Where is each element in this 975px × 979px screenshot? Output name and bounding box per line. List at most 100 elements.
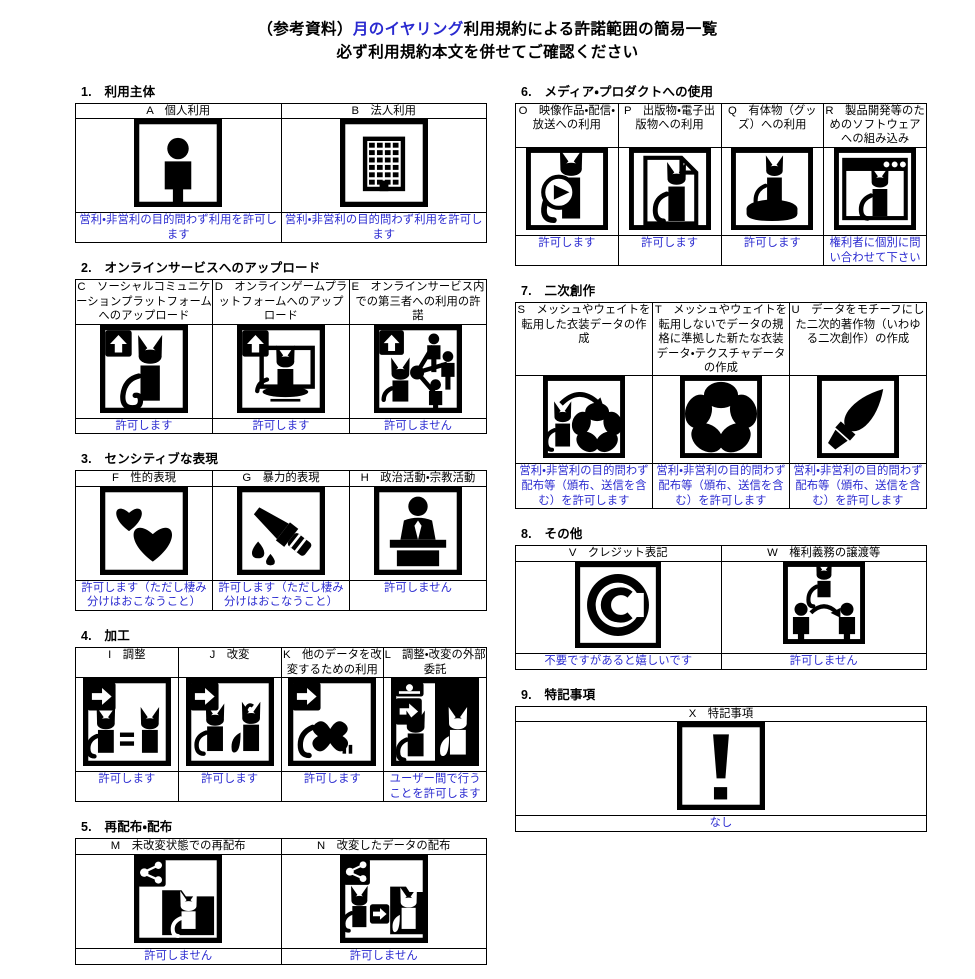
item-label: P 出版物・電子出版物への利用	[617, 102, 722, 148]
item-label: N 改変したデータの配布	[280, 838, 487, 855]
section-heading: 9. 特記事項	[521, 687, 596, 702]
item-label: I 調整	[75, 647, 179, 679]
table-row-icons	[75, 853, 487, 949]
item-label: D オンラインゲームプラットフォームへのアップロード	[212, 279, 350, 325]
item-label: U データをモチーフにした二次的著作物（いわゆる二次創作）の作成	[789, 302, 927, 377]
hearts-icon	[100, 486, 188, 575]
bloody-knife-icon	[237, 486, 325, 575]
table-row-results: 許可します（ただし棲み分けはおこなうこと）許可します（ただし棲み分けはおこなうこ…	[75, 579, 487, 612]
section-heading: 8. その他	[521, 527, 583, 542]
section-heading: 7. 二次創作	[521, 284, 596, 299]
item-label: J 改変	[177, 647, 282, 679]
copyright-icon	[575, 561, 662, 648]
item-label: H 政治活動・宗教活動	[349, 470, 487, 487]
section-spacer	[75, 611, 487, 625]
page-title: （参考資料）月のイヤリング利用規約による許諾範囲の簡易一覧 必ず利用規約本文を併…	[0, 0, 975, 65]
title-suffix: 利用規約による許諾範囲の簡易一覧	[463, 21, 718, 38]
table-row-results: なし	[515, 815, 927, 832]
table-row-results: 許可します許可します許可しません	[75, 417, 487, 435]
document-cat-icon	[628, 147, 711, 230]
item-result: 不要ですがあると嬉しいです	[515, 652, 722, 670]
item-label: C ソーシャルコミュニケーションプラットフォームへのアップロード	[75, 279, 213, 325]
item-icon-cell	[349, 485, 487, 581]
table-row-icons	[75, 485, 487, 581]
title-prefix: （参考資料）	[257, 21, 353, 38]
item-result: 許可しません	[349, 579, 487, 612]
item-result: 許可します	[177, 771, 282, 803]
item-icon-cell	[515, 375, 653, 465]
item-icon-cell	[383, 677, 487, 773]
table-row-icons	[515, 375, 927, 465]
transfer-rights-icon	[782, 561, 865, 644]
table-row-icons	[75, 323, 487, 419]
item-result: 許可しません	[349, 417, 487, 435]
item-icon-cell	[720, 560, 927, 654]
section-spacer	[515, 832, 927, 846]
upload-share-people-icon	[374, 324, 462, 413]
item-icon-cell	[212, 323, 350, 419]
paintbrush-icon	[817, 376, 899, 459]
item-result: なし	[515, 815, 927, 832]
item-result: 許可します	[75, 417, 213, 435]
share-folder-cat-icon	[134, 854, 223, 943]
item-result: 営利・非営利の目的問わず配布等（頒布、送信を含む）を許可します	[652, 463, 790, 510]
item-result: 権利者に個別に問い合わせて下さい	[823, 234, 927, 267]
item-result: 許可しません	[280, 947, 487, 965]
item-icon-cell	[349, 323, 487, 419]
item-result: 営利・非営利の目的問わず配布等（頒布、送信を含む）を許可します	[789, 463, 927, 510]
figurine-cat-icon	[731, 147, 814, 230]
person-icon	[134, 118, 223, 207]
outsourcing-cat-icon	[391, 678, 480, 767]
item-icon-cell	[280, 117, 487, 213]
item-icon-cell	[75, 323, 213, 419]
section-heading: 3. センシティブな表現	[81, 452, 219, 467]
item-icon-cell	[280, 853, 487, 949]
item-label: L 調整・改変の外部委託	[383, 647, 487, 679]
item-icon-cell	[515, 560, 722, 654]
item-label: B 法人利用	[280, 102, 487, 119]
arrow-cat-modified-icon	[185, 678, 274, 767]
table-row-headers: X 特記事項	[515, 705, 927, 723]
item-label: R 製品開発等のためのソフトウェアへの組み込み	[823, 102, 927, 148]
section-table: X 特記事項なし	[515, 705, 927, 832]
item-icon-cell	[515, 146, 619, 236]
share-folder-modified-cat-icon	[339, 854, 428, 943]
title-line-1: （参考資料）月のイヤリング利用規約による許諾範囲の簡易一覧	[0, 18, 975, 41]
table-row-icons	[515, 721, 927, 817]
item-label: F 性的表現	[75, 470, 213, 487]
table-row-icons	[75, 117, 487, 213]
table-row-icons	[75, 677, 487, 773]
item-result: 営利・非営利の目的問わず利用を許可します	[75, 211, 282, 244]
item-icon-cell	[75, 485, 213, 581]
item-icon-cell	[720, 146, 825, 236]
item-result: 許可します	[720, 234, 825, 267]
item-icon-cell	[212, 485, 350, 581]
item-label: M 未改変状態での再配布	[75, 838, 282, 855]
item-label: S メッシュやウェイトを転用した衣装データの作成	[515, 302, 653, 377]
item-result: ユーザー間で行うことを許可します	[383, 771, 487, 803]
table-row-results: 営利・非営利の目的問わず配布等（頒布、送信を含む）を許可します営利・非営利の目的…	[515, 463, 927, 510]
section-heading: 1. 利用主体	[81, 84, 156, 99]
item-result: 許可します	[617, 234, 722, 267]
item-label: E オンラインサービス内での第三者への利用の許諾	[349, 279, 487, 325]
item-icon-cell	[823, 146, 927, 236]
